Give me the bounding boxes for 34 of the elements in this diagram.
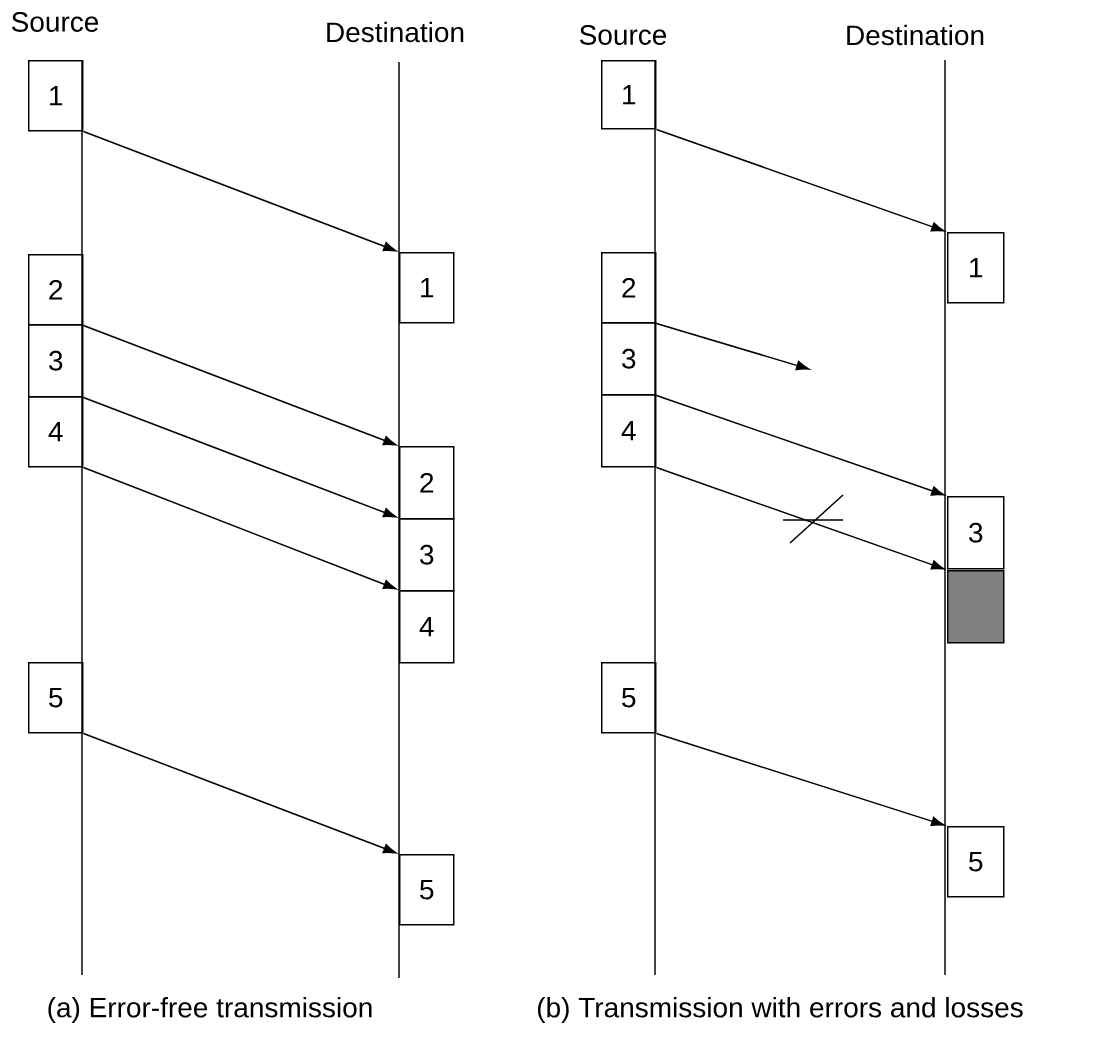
lifeline-label: Source (11, 12, 99, 32)
packet-box: 1 (28, 60, 84, 132)
packet-box: 3 (601, 322, 657, 396)
lifeline-label: Destination (847, 24, 984, 46)
packet-box: 4 (28, 396, 84, 468)
packet-box: 1 (601, 60, 657, 130)
packet-box: 1 (947, 232, 1005, 304)
arrow (82, 130, 397, 252)
packet-box: 2 (28, 254, 84, 326)
packet-box: 5 (947, 826, 1005, 898)
arrow (82, 324, 397, 446)
packet-box: 3 (28, 324, 84, 398)
packet-box: 2 (399, 446, 455, 520)
caption: (b) Transmission with errors and losses (537, 996, 1023, 1024)
lifeline-label: Destination (327, 21, 464, 43)
arrow (82, 732, 397, 854)
caption: (a) Error-free transmission (48, 996, 372, 1024)
packet-box: 4 (601, 394, 657, 468)
packet-box: 3 (399, 518, 455, 592)
corrupted-packet-box (947, 570, 1005, 644)
packet-box: 5 (399, 854, 455, 926)
arrow (655, 466, 945, 570)
packet-box: 5 (28, 662, 84, 734)
arrow (655, 732, 945, 827)
arrow (655, 394, 945, 496)
arrow (82, 466, 397, 590)
arrow (655, 322, 810, 371)
arrow (82, 396, 397, 518)
packet-box: 5 (601, 662, 657, 734)
packet-box: 4 (399, 590, 455, 664)
arrow (655, 128, 945, 232)
packet-box: 3 (947, 496, 1005, 570)
packet-box: 2 (601, 252, 657, 324)
packet-box: 1 (399, 252, 455, 324)
